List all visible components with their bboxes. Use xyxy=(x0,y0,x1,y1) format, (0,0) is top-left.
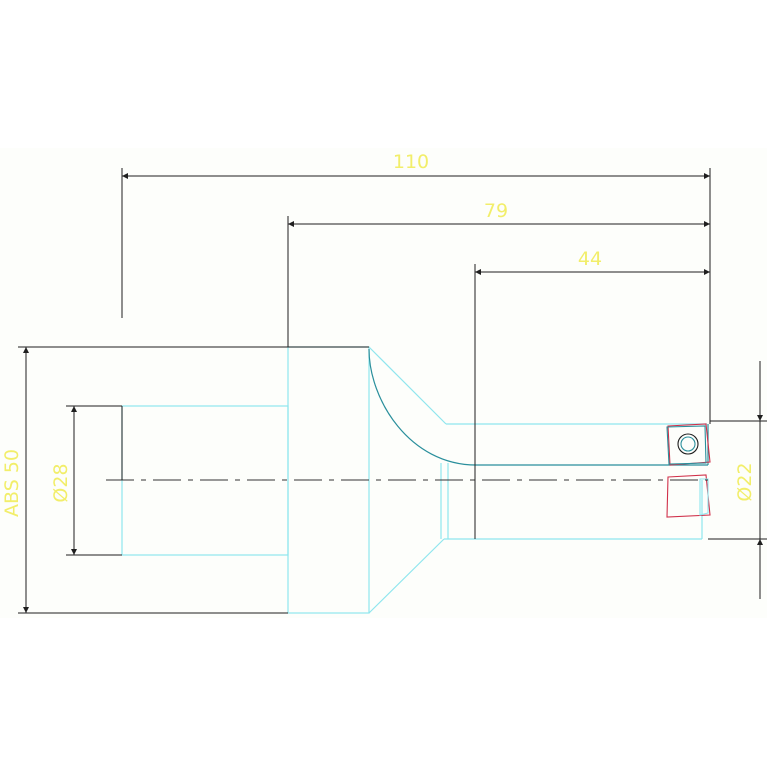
insert-lower xyxy=(666,474,711,518)
coolant-channel-arc xyxy=(368,348,708,466)
lower-taper-line xyxy=(368,538,445,614)
dimension-110-label: 110 xyxy=(393,151,429,173)
dimension-overall-length xyxy=(121,168,711,424)
dimension-abs-size xyxy=(18,346,369,614)
drawing-sheet xyxy=(0,148,767,618)
dimension-shank-length xyxy=(474,264,710,539)
dimension-d22-label: Ø22 xyxy=(734,462,756,501)
dimension-abs50-label: ABS 50 xyxy=(1,449,23,517)
dimension-d28-label: Ø28 xyxy=(50,463,72,502)
insert-screw-icon xyxy=(677,433,699,455)
dimension-tip-diameter xyxy=(708,361,767,599)
dimension-44-label: 44 xyxy=(578,248,602,270)
dimension-79-label: 79 xyxy=(484,200,508,222)
upper-taper-line xyxy=(368,346,447,425)
dimension-step-length xyxy=(287,216,710,347)
dimension-body-diameter xyxy=(66,405,123,556)
insert-upper xyxy=(666,423,711,466)
